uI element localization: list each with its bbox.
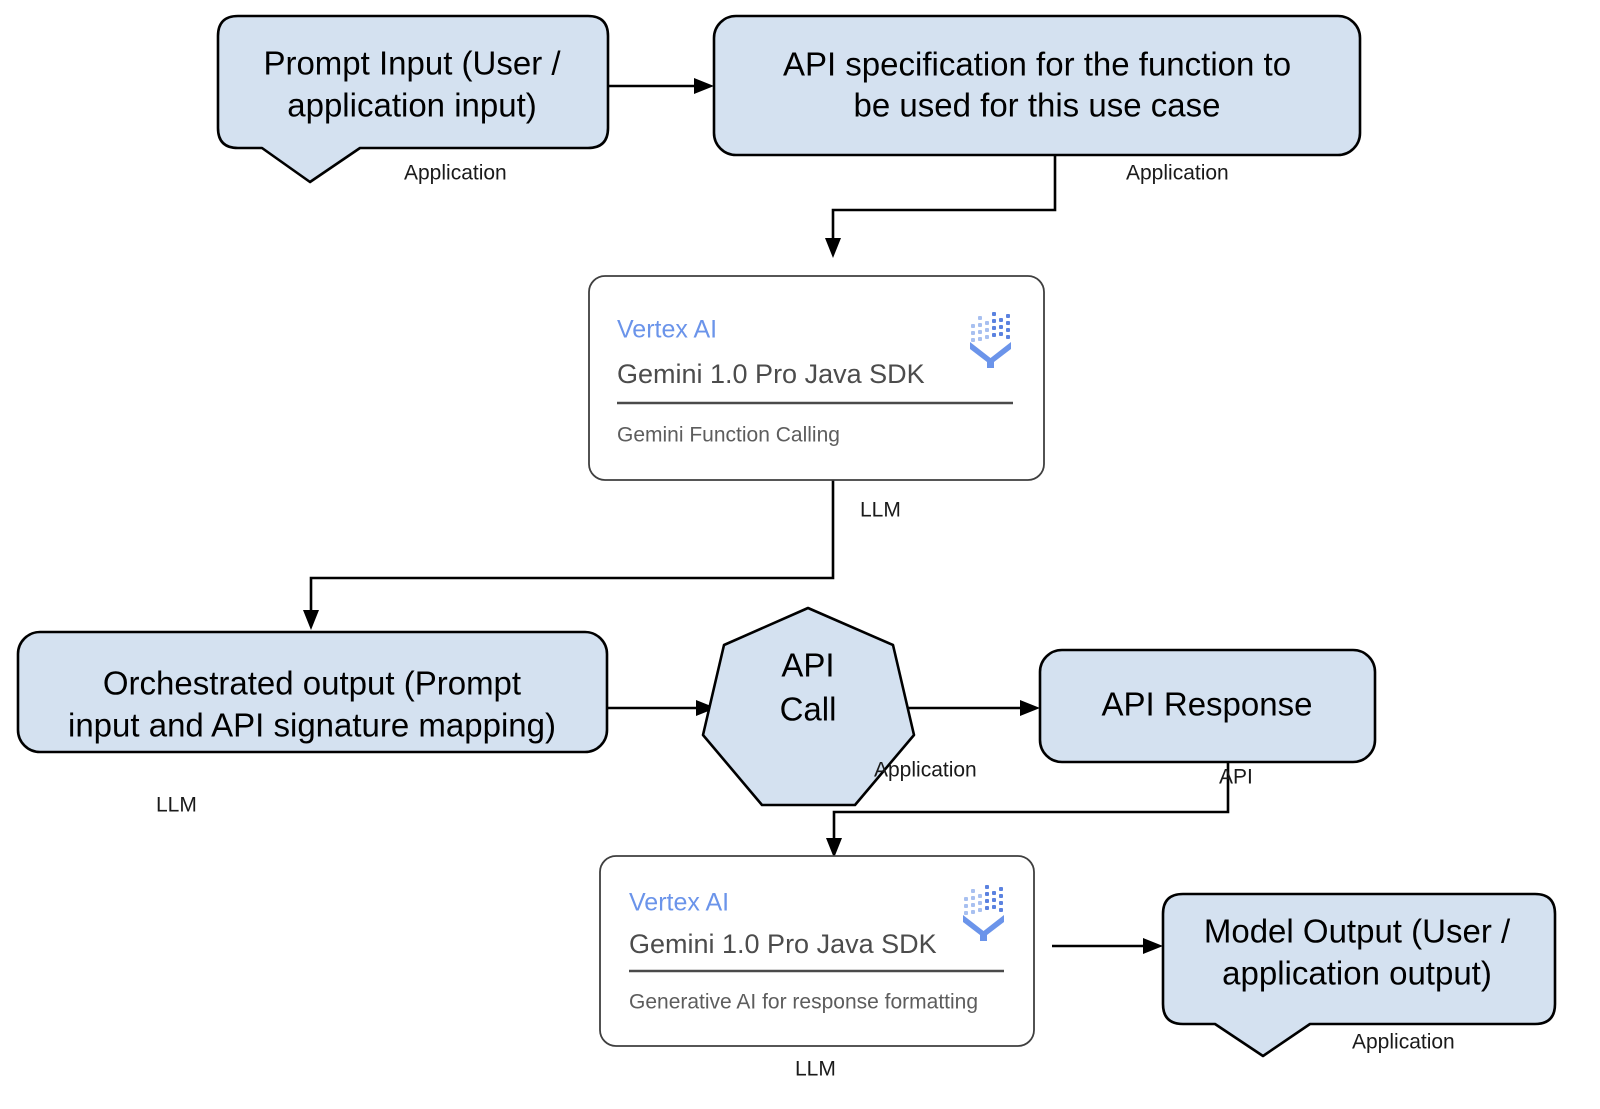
vertex-card-bottom-brand: Vertex AI bbox=[629, 889, 729, 917]
connector-apicall-to-apiresponse bbox=[905, 700, 1040, 716]
api-spec-line2: be used for this use case bbox=[854, 87, 1221, 124]
connector-prompt-to-apispec bbox=[608, 78, 714, 94]
connector-orchestrated-to-apicall bbox=[607, 700, 716, 716]
api-spec-line1: API specification for the function to bbox=[783, 46, 1291, 83]
label-api-call-application: Application bbox=[874, 759, 977, 782]
node-vertex-card-bottom[interactable]: Vertex AI Gemini 1.0 Pro Java SDK Genera… bbox=[599, 855, 1035, 1047]
vertex-card-top-title: Gemini 1.0 Pro Java SDK bbox=[617, 359, 925, 389]
model-output-line2: application output) bbox=[1222, 955, 1492, 992]
node-vertex-card-top[interactable]: Vertex AI Gemini 1.0 Pro Java SDK Gemini… bbox=[588, 275, 1045, 481]
model-output-line1: Model Output (User / bbox=[1204, 913, 1511, 950]
vertex-card-top-subtitle: Gemini Function Calling bbox=[617, 424, 840, 447]
label-api-response-api: API bbox=[1219, 766, 1253, 789]
node-orchestrated-output[interactable]: Orchestrated output (Prompt input and AP… bbox=[16, 630, 609, 754]
label-prompt-input-application: Application bbox=[404, 162, 507, 185]
node-model-output[interactable]: Model Output (User / application output) bbox=[1161, 892, 1557, 1058]
vertex-card-bottom-title: Gemini 1.0 Pro Java SDK bbox=[629, 929, 937, 959]
vertex-ai-icon bbox=[963, 885, 1004, 941]
api-call-line2: Call bbox=[780, 691, 837, 728]
node-prompt-input[interactable]: Prompt Input (User / application input) bbox=[216, 14, 610, 184]
prompt-input-line2: application input) bbox=[287, 87, 537, 124]
label-vertex-bottom-llm: LLM bbox=[795, 1058, 836, 1081]
node-api-specification[interactable]: API specification for the function to be… bbox=[712, 14, 1362, 157]
connector-vertex-bottom-to-modeloutput bbox=[1052, 938, 1163, 954]
vertex-card-bottom-subtitle: Generative AI for response formatting bbox=[629, 991, 978, 1014]
api-call-line1: API bbox=[781, 647, 834, 684]
orchestrated-output-line2: input and API signature mapping) bbox=[68, 707, 556, 744]
api-response-label: API Response bbox=[1102, 686, 1313, 723]
prompt-input-line1: Prompt Input (User / bbox=[263, 45, 561, 82]
orchestrated-output-line1: Orchestrated output (Prompt bbox=[103, 665, 521, 702]
connector-apiresponse-to-vertex-bottom bbox=[826, 762, 1230, 858]
connector-apispec-to-vertex-top bbox=[825, 155, 1057, 258]
node-api-response[interactable]: API Response bbox=[1038, 648, 1377, 764]
node-api-call[interactable]: API Call bbox=[701, 606, 916, 807]
label-orchestrated-llm: LLM bbox=[156, 794, 197, 817]
connector-vertex-top-to-orchestrated bbox=[303, 480, 835, 630]
vertex-ai-icon bbox=[970, 312, 1011, 368]
label-model-output-application: Application bbox=[1352, 1031, 1455, 1054]
vertex-card-top-brand: Vertex AI bbox=[617, 316, 717, 344]
label-api-spec-application: Application bbox=[1126, 162, 1229, 185]
label-vertex-top-llm: LLM bbox=[860, 499, 901, 522]
